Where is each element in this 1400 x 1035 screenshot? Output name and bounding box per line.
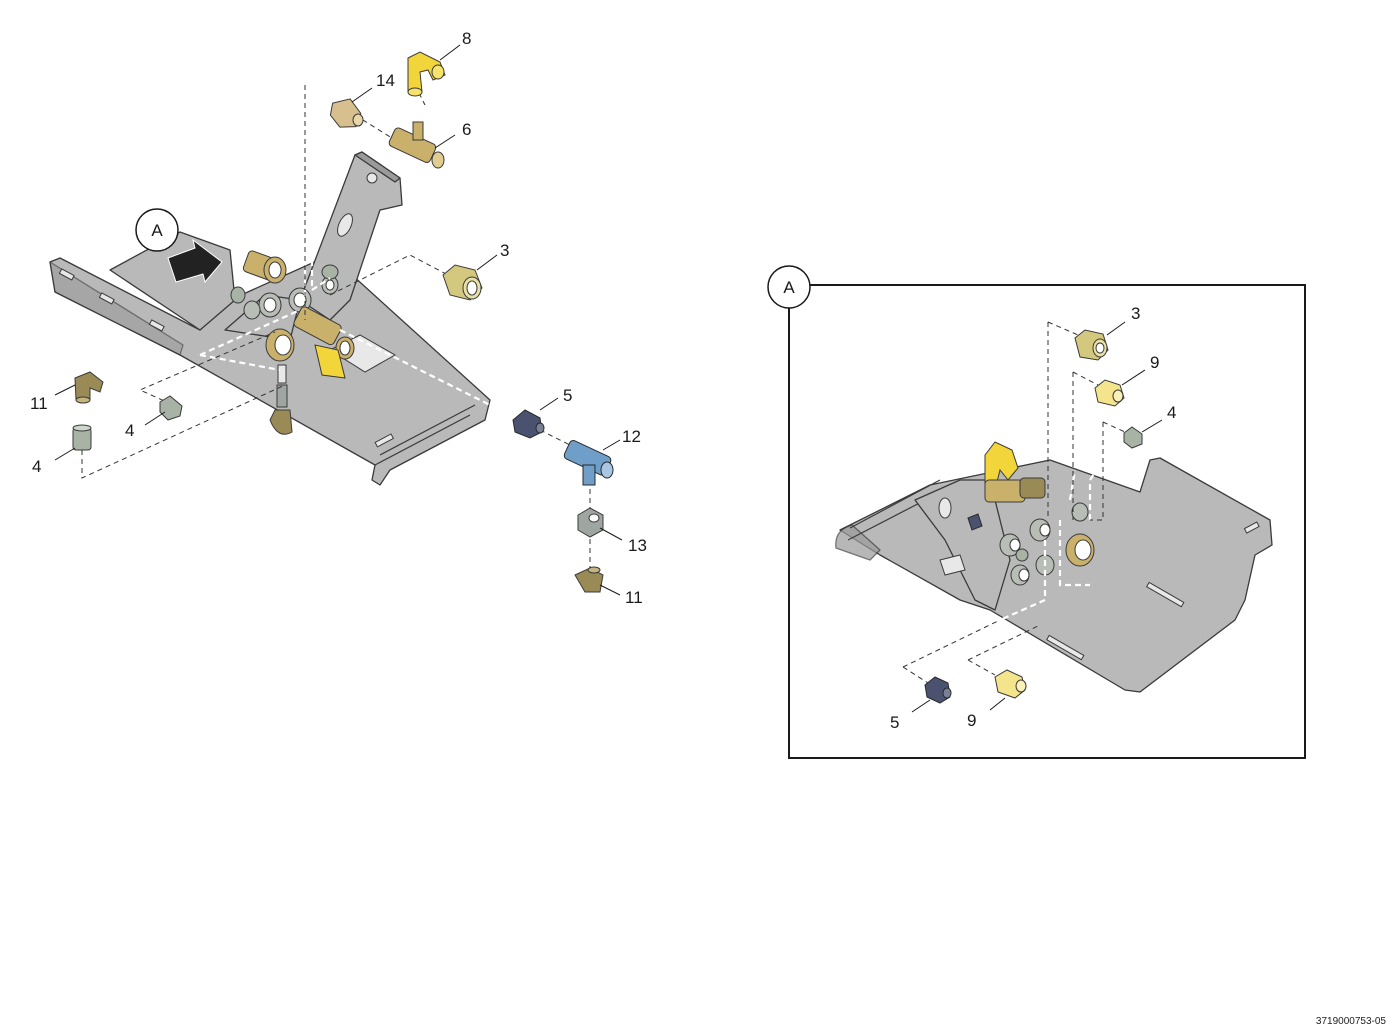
callout-4-left: 4 — [32, 457, 41, 476]
mounting-bracket — [49, 151, 491, 486]
callout-4-mid: 4 — [125, 421, 134, 440]
main-exploded-view: A 8 14 6 3 11 4 4 5 12 13 11 — [30, 29, 647, 607]
svg-text:A: A — [783, 278, 795, 297]
detail-callout-4: 4 — [1167, 403, 1176, 422]
detail-callout-9-bottom: 9 — [967, 711, 976, 730]
detail-view-a: A — [767, 265, 1306, 759]
fitting-14-adapter — [329, 98, 364, 128]
view-a-marker: A — [135, 208, 179, 252]
detail-callout-9-top: 9 — [1150, 353, 1159, 372]
callout-13: 13 — [628, 536, 647, 555]
callout-6: 6 — [462, 120, 471, 139]
detail-view-marker: A — [767, 265, 811, 309]
fitting-12-tee-blue — [563, 440, 614, 486]
callout-3: 3 — [500, 241, 509, 260]
detail-callout-3: 3 — [1131, 304, 1140, 323]
detail-fitting-5 — [924, 676, 952, 704]
callout-11-right: 11 — [625, 588, 643, 607]
view-direction-arrow — [167, 238, 223, 284]
detail-callout-5: 5 — [890, 713, 899, 732]
fitting-3-nut — [442, 264, 483, 301]
detail-fitting-4 — [1123, 426, 1143, 449]
fitting-5-dark — [512, 409, 545, 439]
fitting-6-tee — [388, 121, 445, 169]
fitting-13-union — [577, 507, 604, 538]
fitting-4-adapter-b — [72, 424, 92, 451]
fitting-11-elbow-right — [574, 566, 604, 593]
callout-11-left: 11 — [30, 394, 48, 413]
detail-fitting-block — [967, 441, 1095, 586]
callout-5: 5 — [563, 386, 572, 405]
detail-bracket — [835, 457, 1273, 693]
fitting-8-elbow — [407, 51, 446, 97]
detail-fitting-9-bottom — [994, 669, 1027, 699]
callout-12: 12 — [622, 427, 641, 446]
callout-14: 14 — [376, 71, 395, 90]
detail-fitting-9-top — [1094, 379, 1125, 407]
detail-leader-lines — [911, 321, 1163, 713]
detail-fitting-3 — [1074, 329, 1109, 361]
svg-text:A: A — [151, 221, 163, 240]
fitting-11-elbow-left — [74, 371, 104, 404]
main-leader-lines — [54, 44, 623, 596]
callout-8: 8 — [462, 29, 471, 48]
fitting-4-adapter-a — [159, 395, 183, 421]
document-number: 3719000753-05 — [1315, 1016, 1386, 1027]
